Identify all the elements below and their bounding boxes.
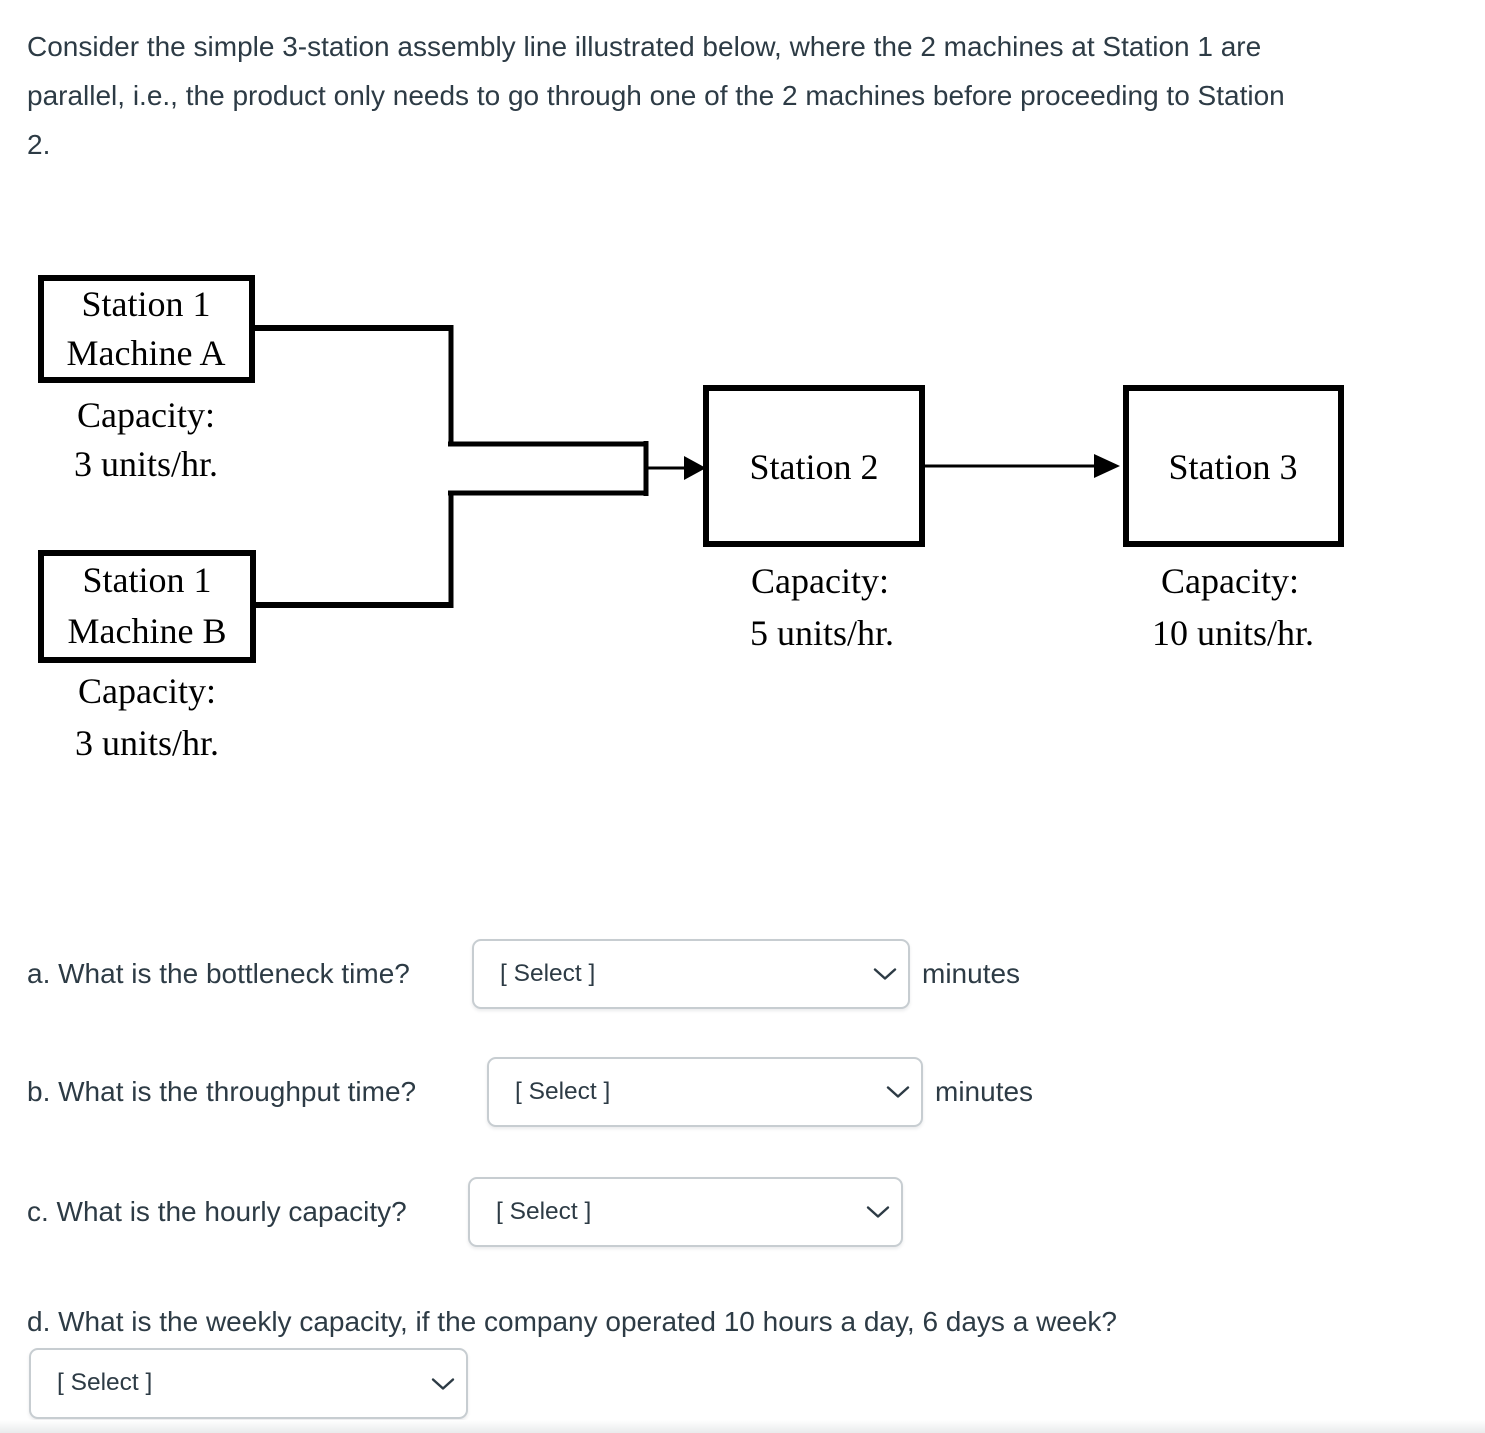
- chevron-down-icon: [866, 1206, 890, 1218]
- arrow-to-station3: [925, 454, 1120, 478]
- intro-line-1: Consider the simple 3-station assembly l…: [27, 31, 1262, 62]
- question-a-select-value: [ Select ]: [500, 960, 596, 987]
- question-d-select[interactable]: [ Select ]: [29, 1348, 468, 1419]
- question-a-select[interactable]: [ Select ]: [472, 939, 910, 1009]
- station1-machine-b-box: [38, 550, 256, 663]
- station2-capacity-value: 5 units/hr.: [750, 613, 894, 653]
- station2-title: Station 2: [749, 447, 878, 487]
- question-b-select-value: [ Select ]: [515, 1078, 611, 1105]
- question-intro: Consider the simple 3-station assembly l…: [27, 22, 1472, 169]
- question-b-select[interactable]: [ Select ]: [487, 1057, 923, 1127]
- machine-b-title-line1: Station 1: [82, 560, 211, 600]
- machine-a-capacity-value: 3 units/hr.: [74, 444, 218, 484]
- question-a-unit: minutes: [922, 958, 1021, 989]
- machine-a-title-line2: Machine A: [67, 333, 226, 373]
- station3-title: Station 3: [1168, 447, 1297, 487]
- station1-machine-a-box: [38, 275, 255, 383]
- arrowhead-to-station2-icon: [684, 456, 706, 480]
- question-d-label: d. What is the weekly capacity, if the c…: [27, 1306, 1118, 1337]
- question-c-select[interactable]: [ Select ]: [468, 1177, 903, 1247]
- station3-capacity-label: Capacity:: [1161, 561, 1299, 601]
- intro-line-2: parallel, i.e., the product only needs t…: [27, 80, 1285, 111]
- question-c-select-value: [ Select ]: [496, 1198, 592, 1225]
- station3-capacity-value: 10 units/hr.: [1152, 613, 1314, 653]
- intro-line-3: 2.: [27, 129, 51, 160]
- machine-b-capacity-value: 3 units/hr.: [75, 723, 219, 763]
- page-bottom-fade: [0, 1420, 1485, 1433]
- question-b-label: b. What is the throughput time?: [27, 1076, 417, 1107]
- assembly-line-diagram: Station 1 Machine A Capacity: 3 units/hr…: [38, 275, 1344, 763]
- station3-box: [1123, 385, 1344, 547]
- machine-b-title-line2: Machine B: [68, 611, 227, 651]
- question-d-select-value: [ Select ]: [57, 1369, 153, 1396]
- chevron-down-icon: [886, 1086, 910, 1098]
- machine-a-title-line1: Station 1: [81, 284, 210, 324]
- question-b-unit: minutes: [935, 1076, 1034, 1107]
- arrowhead-to-station3-icon: [1094, 454, 1120, 478]
- machine-b-capacity-label: Capacity:: [78, 671, 216, 711]
- machine-a-capacity-label: Capacity:: [77, 395, 215, 435]
- merge-connector: [255, 325, 706, 608]
- chevron-down-icon: [431, 1377, 455, 1390]
- question-a-label: a. What is the bottleneck time?: [27, 958, 410, 989]
- chevron-down-icon: [873, 968, 897, 980]
- question-c-label: c. What is the hourly capacity?: [27, 1196, 407, 1227]
- station2-capacity-label: Capacity:: [751, 561, 889, 601]
- station2-box: [703, 385, 925, 547]
